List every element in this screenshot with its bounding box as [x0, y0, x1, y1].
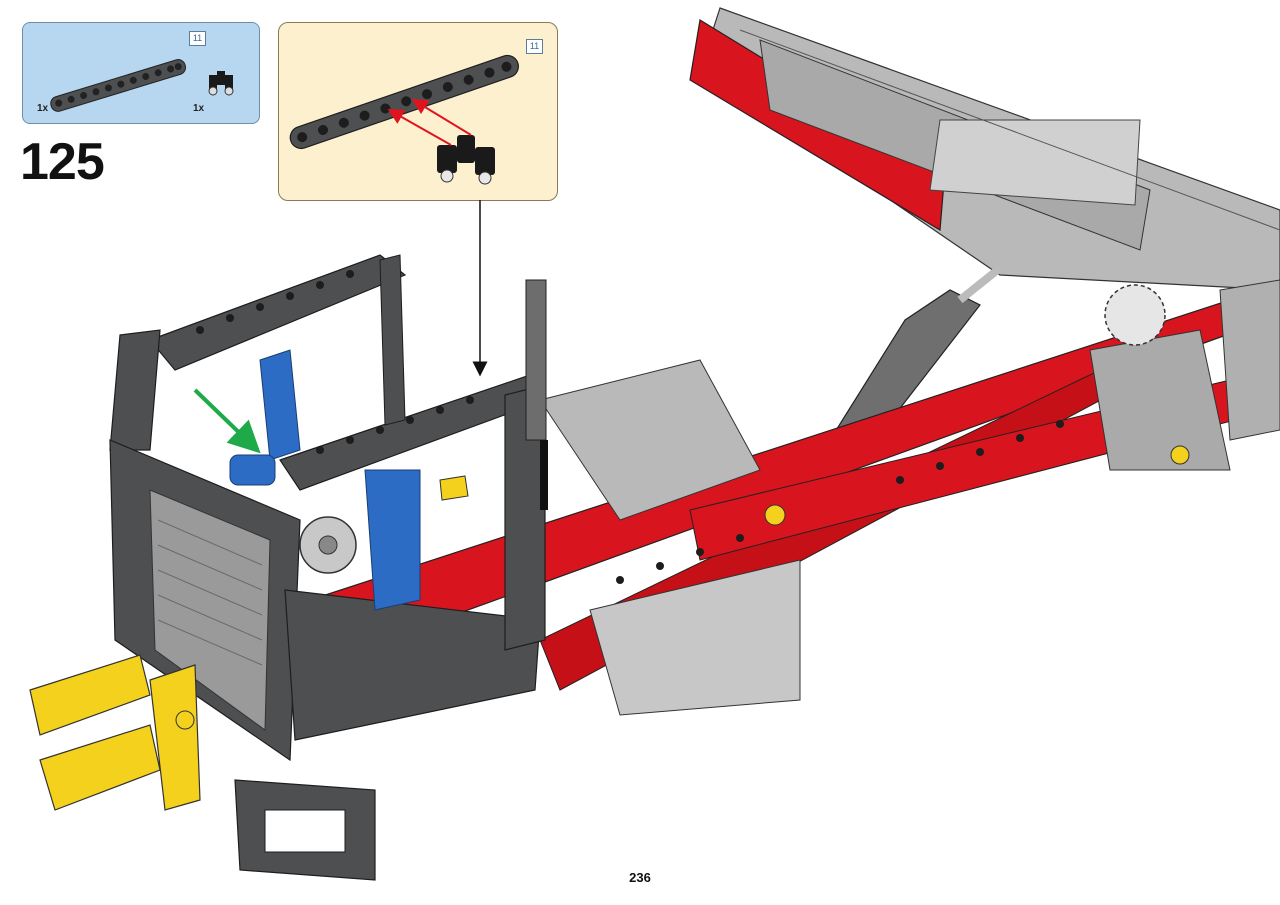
subassembly-length-badge: 11 — [526, 39, 543, 54]
insert-arrow-right — [411, 98, 472, 136]
insert-arrow-green — [193, 388, 261, 454]
connector-pin-pair-part — [208, 71, 234, 96]
front-yellow-parts — [29, 445, 1190, 811]
vertical-axle — [525, 279, 548, 510]
gear — [1104, 284, 1166, 346]
steering-wheel — [299, 516, 357, 574]
cab-frame — [109, 254, 546, 762]
dump-bed — [689, 7, 1280, 291]
liftarm-beam-part — [50, 59, 187, 112]
subassembly-beam — [289, 54, 519, 150]
parts-list-callout: 11 1x 1x — [22, 22, 260, 124]
subassembly-illustration — [289, 54, 519, 185]
parts-list-illustration — [50, 59, 234, 112]
pin-quantity: 1x — [193, 103, 205, 114]
subassembly-pins — [437, 135, 495, 185]
page-number: 236 — [629, 870, 651, 885]
beam-quantity: 1x — [37, 103, 49, 114]
blue-parts — [229, 349, 421, 611]
step-number: 125 — [20, 133, 105, 191]
hydraulic-cylinder — [829, 264, 1003, 461]
beam-length-badge: 11 — [189, 31, 206, 46]
subassembly-callout: 11 — [278, 22, 558, 201]
front-lower-frame — [234, 779, 376, 881]
beam-holes — [196, 270, 1064, 584]
gray-frame-parts — [539, 279, 1280, 716]
insert-arrow-left — [387, 109, 452, 146]
